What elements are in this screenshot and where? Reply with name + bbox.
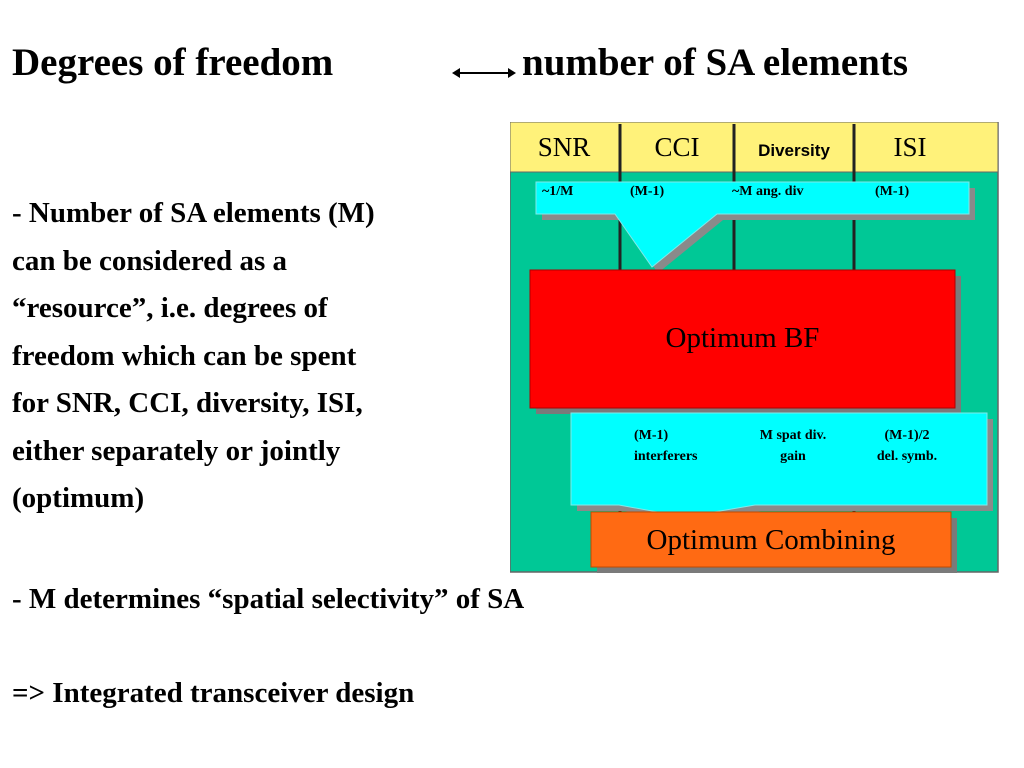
optimum-combining-box bbox=[590, 511, 952, 568]
para-line: freedom which can be spent bbox=[12, 339, 357, 372]
resource-diagram: SNR CCI Diversity ISI ~1/M (M-1) ~M ang.… bbox=[510, 122, 1000, 574]
bottom-callout bbox=[570, 412, 988, 518]
interferers-line: interferers bbox=[634, 449, 698, 464]
para-design: => Integrated transceiver design bbox=[12, 670, 414, 718]
interferers-line: (M-1) bbox=[634, 428, 669, 443]
col-label-snr: SNR bbox=[537, 132, 591, 162]
delay-line: del. symb. bbox=[876, 449, 938, 464]
para-line: - M determines “spatial selectivity” of … bbox=[12, 583, 525, 615]
para-selectivity: - M determines “spatial selectivity” of … bbox=[12, 576, 524, 624]
delayed-symbols-value: (M-1)/2 del. symb. bbox=[864, 425, 950, 467]
spatial-div-gain-value: M spat div. gain bbox=[748, 425, 838, 467]
col-label-cci: CCI bbox=[654, 132, 700, 162]
optimum-combining-label: Optimum Combining bbox=[646, 524, 896, 556]
para-line: for SNR, CCI, diversity, ISI, bbox=[12, 387, 363, 419]
para-line: can be considered as a bbox=[12, 244, 287, 277]
gain-line: M spat div. bbox=[759, 428, 827, 443]
top-callout bbox=[535, 181, 970, 268]
isi-dof-value: (M-1) bbox=[875, 184, 910, 199]
snr-dof-value: ~1/M bbox=[542, 184, 574, 199]
title-right: number of SA elements bbox=[522, 41, 909, 84]
gain-line: gain bbox=[780, 449, 806, 464]
para-line: either separately or jointly bbox=[12, 434, 341, 467]
title-left: Degrees of freedom bbox=[12, 41, 334, 84]
col-label-isi: ISI bbox=[893, 132, 927, 162]
double-arrow-icon bbox=[452, 68, 516, 78]
para-line: “resource”, i.e. degrees of bbox=[12, 292, 328, 324]
optimum-bf-box bbox=[529, 269, 956, 409]
delay-line: (M-1)/2 bbox=[884, 428, 930, 443]
para-line: (optimum) bbox=[12, 482, 145, 514]
para-resource: - Number of SA elements (M) can be consi… bbox=[12, 190, 375, 523]
optimum-bf-label: Optimum BF bbox=[665, 322, 820, 354]
para-line: => Integrated transceiver design bbox=[12, 677, 415, 709]
header-band bbox=[510, 122, 999, 173]
diagram-graphics bbox=[510, 122, 999, 573]
para-line: - Number of SA elements (M) bbox=[12, 197, 375, 229]
diversity-dof-value: ~M ang. div bbox=[732, 184, 804, 199]
col-label-diversity: Diversity bbox=[758, 141, 830, 160]
interferers-value: (M-1) interferers bbox=[634, 425, 697, 467]
cci-dof-value: (M-1) bbox=[630, 184, 665, 199]
